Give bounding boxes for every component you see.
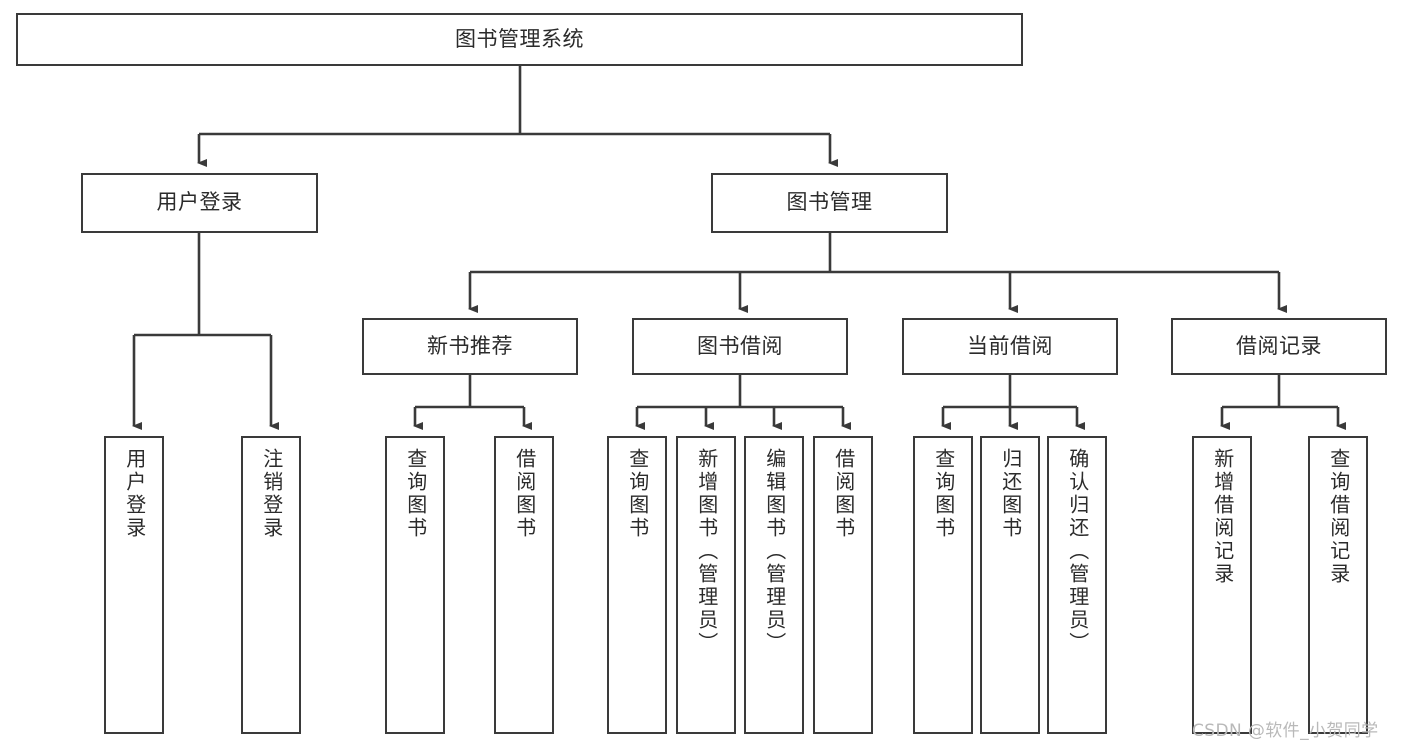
node-current-borrow[interactable]: 当前借阅 bbox=[902, 318, 1118, 375]
node-root-system[interactable]: 图书管理系统 bbox=[16, 13, 1023, 66]
leaf-query-record[interactable]: 查询借阅记录 bbox=[1308, 436, 1368, 734]
leaf-label: 编辑图书（管理员） bbox=[762, 448, 787, 655]
leaf-user-login[interactable]: 用户登录 bbox=[104, 436, 164, 734]
csdn-watermark: CSDN @软件_小贺同学 bbox=[1192, 721, 1379, 741]
leaf-label: 新增借阅记录 bbox=[1210, 448, 1235, 586]
leaf-label: 归还图书 bbox=[998, 448, 1023, 540]
leaf-user-logout[interactable]: 注销登录 bbox=[241, 436, 301, 734]
leaf-query-book-3[interactable]: 查询图书 bbox=[913, 436, 973, 734]
leaf-label: 用户登录 bbox=[122, 448, 147, 540]
leaf-add-record[interactable]: 新增借阅记录 bbox=[1192, 436, 1252, 734]
leaf-label: 借阅图书 bbox=[512, 448, 537, 540]
leaf-confirm-return[interactable]: 确认归还（管理员） bbox=[1047, 436, 1107, 734]
node-user-login[interactable]: 用户登录 bbox=[81, 173, 318, 233]
leaf-label: 新增图书（管理员） bbox=[694, 448, 719, 655]
node-borrow-record[interactable]: 借阅记录 bbox=[1171, 318, 1387, 375]
leaf-label: 借阅图书 bbox=[831, 448, 856, 540]
leaf-label: 查询图书 bbox=[625, 448, 650, 540]
node-new-book-recommend[interactable]: 新书推荐 bbox=[362, 318, 578, 375]
leaf-label: 查询借阅记录 bbox=[1326, 448, 1351, 586]
leaf-label: 注销登录 bbox=[259, 448, 284, 540]
leaf-add-book[interactable]: 新增图书（管理员） bbox=[676, 436, 736, 734]
leaf-query-book-1[interactable]: 查询图书 bbox=[385, 436, 445, 734]
leaf-return-book[interactable]: 归还图书 bbox=[980, 436, 1040, 734]
node-book-borrow[interactable]: 图书借阅 bbox=[632, 318, 848, 375]
leaf-label: 查询图书 bbox=[931, 448, 956, 540]
leaf-query-book-2[interactable]: 查询图书 bbox=[607, 436, 667, 734]
node-book-management[interactable]: 图书管理 bbox=[711, 173, 948, 233]
leaf-borrow-book-2[interactable]: 借阅图书 bbox=[813, 436, 873, 734]
leaf-label: 查询图书 bbox=[403, 448, 428, 540]
leaf-edit-book[interactable]: 编辑图书（管理员） bbox=[744, 436, 804, 734]
leaf-borrow-book-1[interactable]: 借阅图书 bbox=[494, 436, 554, 734]
leaf-label: 确认归还（管理员） bbox=[1065, 448, 1090, 655]
